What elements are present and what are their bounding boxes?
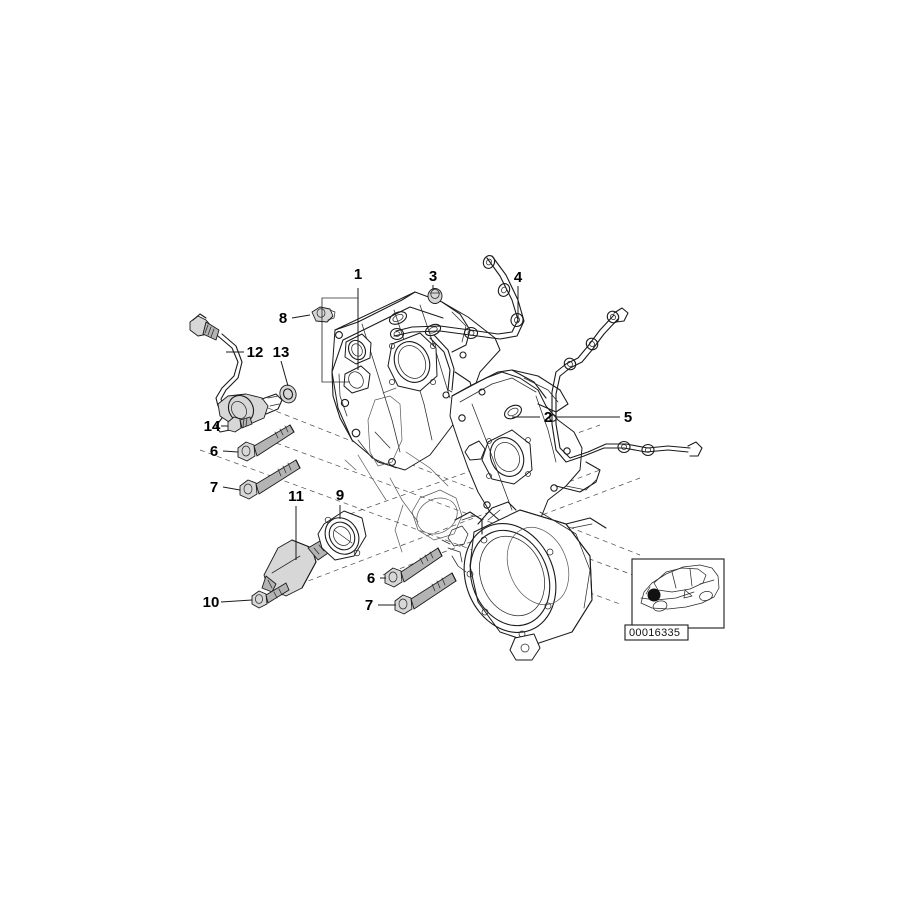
part-10-fixing-screw bbox=[251, 582, 290, 609]
part-14-fixing-bolt bbox=[227, 416, 253, 433]
callout-3[interactable]: 3 bbox=[429, 268, 437, 285]
part-6-hex-bolt-short-lower bbox=[384, 547, 443, 588]
engine-block-ghost bbox=[344, 387, 463, 553]
part-9-sensor-flange-gasket bbox=[317, 510, 367, 561]
callout-leader-lines bbox=[220, 285, 620, 606]
callout-1[interactable]: 1 bbox=[354, 266, 362, 283]
callout-4[interactable]: 4 bbox=[514, 269, 523, 286]
part-7-hex-bolt-long bbox=[239, 459, 301, 500]
inset-id-text: 00016335 bbox=[629, 627, 680, 639]
callout-12[interactable]: 12 bbox=[247, 344, 264, 361]
part-7-hex-bolt-long-lower bbox=[394, 572, 457, 615]
callout-11[interactable]: 11 bbox=[288, 488, 304, 505]
part-6-hex-bolt-short bbox=[237, 424, 295, 462]
car-illustration bbox=[640, 564, 720, 612]
part-3-sealing-plug bbox=[427, 288, 443, 304]
part-8-screw-plug bbox=[311, 306, 336, 323]
part-5-gasket-lower bbox=[551, 307, 703, 463]
part-4-gasket-upper bbox=[389, 255, 525, 341]
callout-8[interactable]: 8 bbox=[279, 310, 287, 327]
location-marker-dot bbox=[647, 588, 661, 602]
vehicle-location-inset: 00016335 bbox=[624, 558, 725, 641]
part-13-o-ring bbox=[279, 384, 297, 404]
part-2-timing-case-cover-lower bbox=[449, 369, 601, 531]
callout-14[interactable]: 14 bbox=[204, 418, 221, 435]
callout-6-lower[interactable]: 6 bbox=[367, 570, 375, 587]
callout-9[interactable]: 9 bbox=[336, 487, 344, 504]
bell-housing-body bbox=[441, 501, 607, 661]
callout-5[interactable]: 5 bbox=[624, 409, 632, 426]
part-12-sensor-lead bbox=[189, 313, 283, 433]
callout-7[interactable]: 7 bbox=[210, 479, 218, 496]
callout-13[interactable]: 13 bbox=[273, 344, 290, 361]
callout-2[interactable]: 2 bbox=[544, 409, 552, 426]
inset-id-frame bbox=[624, 624, 689, 641]
callout-numbers: 1 2 3 4 5 6 7 8 9 10 11 12 13 14 6 7 bbox=[203, 266, 633, 614]
callout-10[interactable]: 10 bbox=[203, 594, 220, 611]
callout-7-lower[interactable]: 7 bbox=[365, 597, 373, 614]
inset-frame bbox=[631, 558, 725, 629]
callout-6[interactable]: 6 bbox=[210, 443, 218, 460]
